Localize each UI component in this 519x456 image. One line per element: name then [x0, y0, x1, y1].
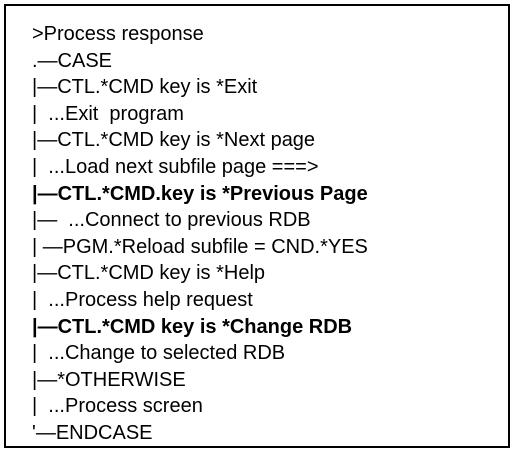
code-line-process-response: >Process response	[32, 23, 204, 45]
pseudocode-box: >Process response .—CASE |—CTL.*CMD key …	[4, 4, 510, 448]
code-line-otherwise: |—*OTHERWISE	[32, 368, 186, 391]
code-line-change-rdb-condition: |—CTL.*CMD key is *Change RDB	[32, 315, 353, 338]
code-line-help-condition: |—CTL.*CMD key is *Help	[32, 262, 266, 285]
code-line-endcase: '—ENDCASE	[32, 421, 153, 444]
code-line-previous-page-action: |— ...Connect to previous RDB	[32, 209, 311, 232]
code-line-change-rdb-action: | ...Change to selected RDB	[32, 342, 286, 365]
code-line-case: .—CASE	[32, 49, 113, 72]
code-line-exit-action: | ...Exit program	[32, 102, 184, 125]
code-line-reload-subfile: | —PGM.*Reload subfile = CND.*YES	[32, 235, 368, 258]
code-line-process-screen: | ...Process screen	[32, 395, 203, 418]
code-line-exit-condition: |—CTL.*CMD key is *Exit	[32, 76, 258, 99]
code-line-next-page-condition: |—CTL.*CMD key is *Next page	[32, 129, 316, 152]
code-line-help-action: | ...Process help request	[32, 288, 253, 311]
code-line-next-page-action: | ...Load next subfile page ===>	[32, 155, 319, 178]
pseudocode-listing: >Process response .—CASE |—CTL.*CMD key …	[32, 21, 368, 447]
code-line-previous-page-condition: |—CTL.*CMD.key is *Previous Page	[32, 182, 368, 205]
